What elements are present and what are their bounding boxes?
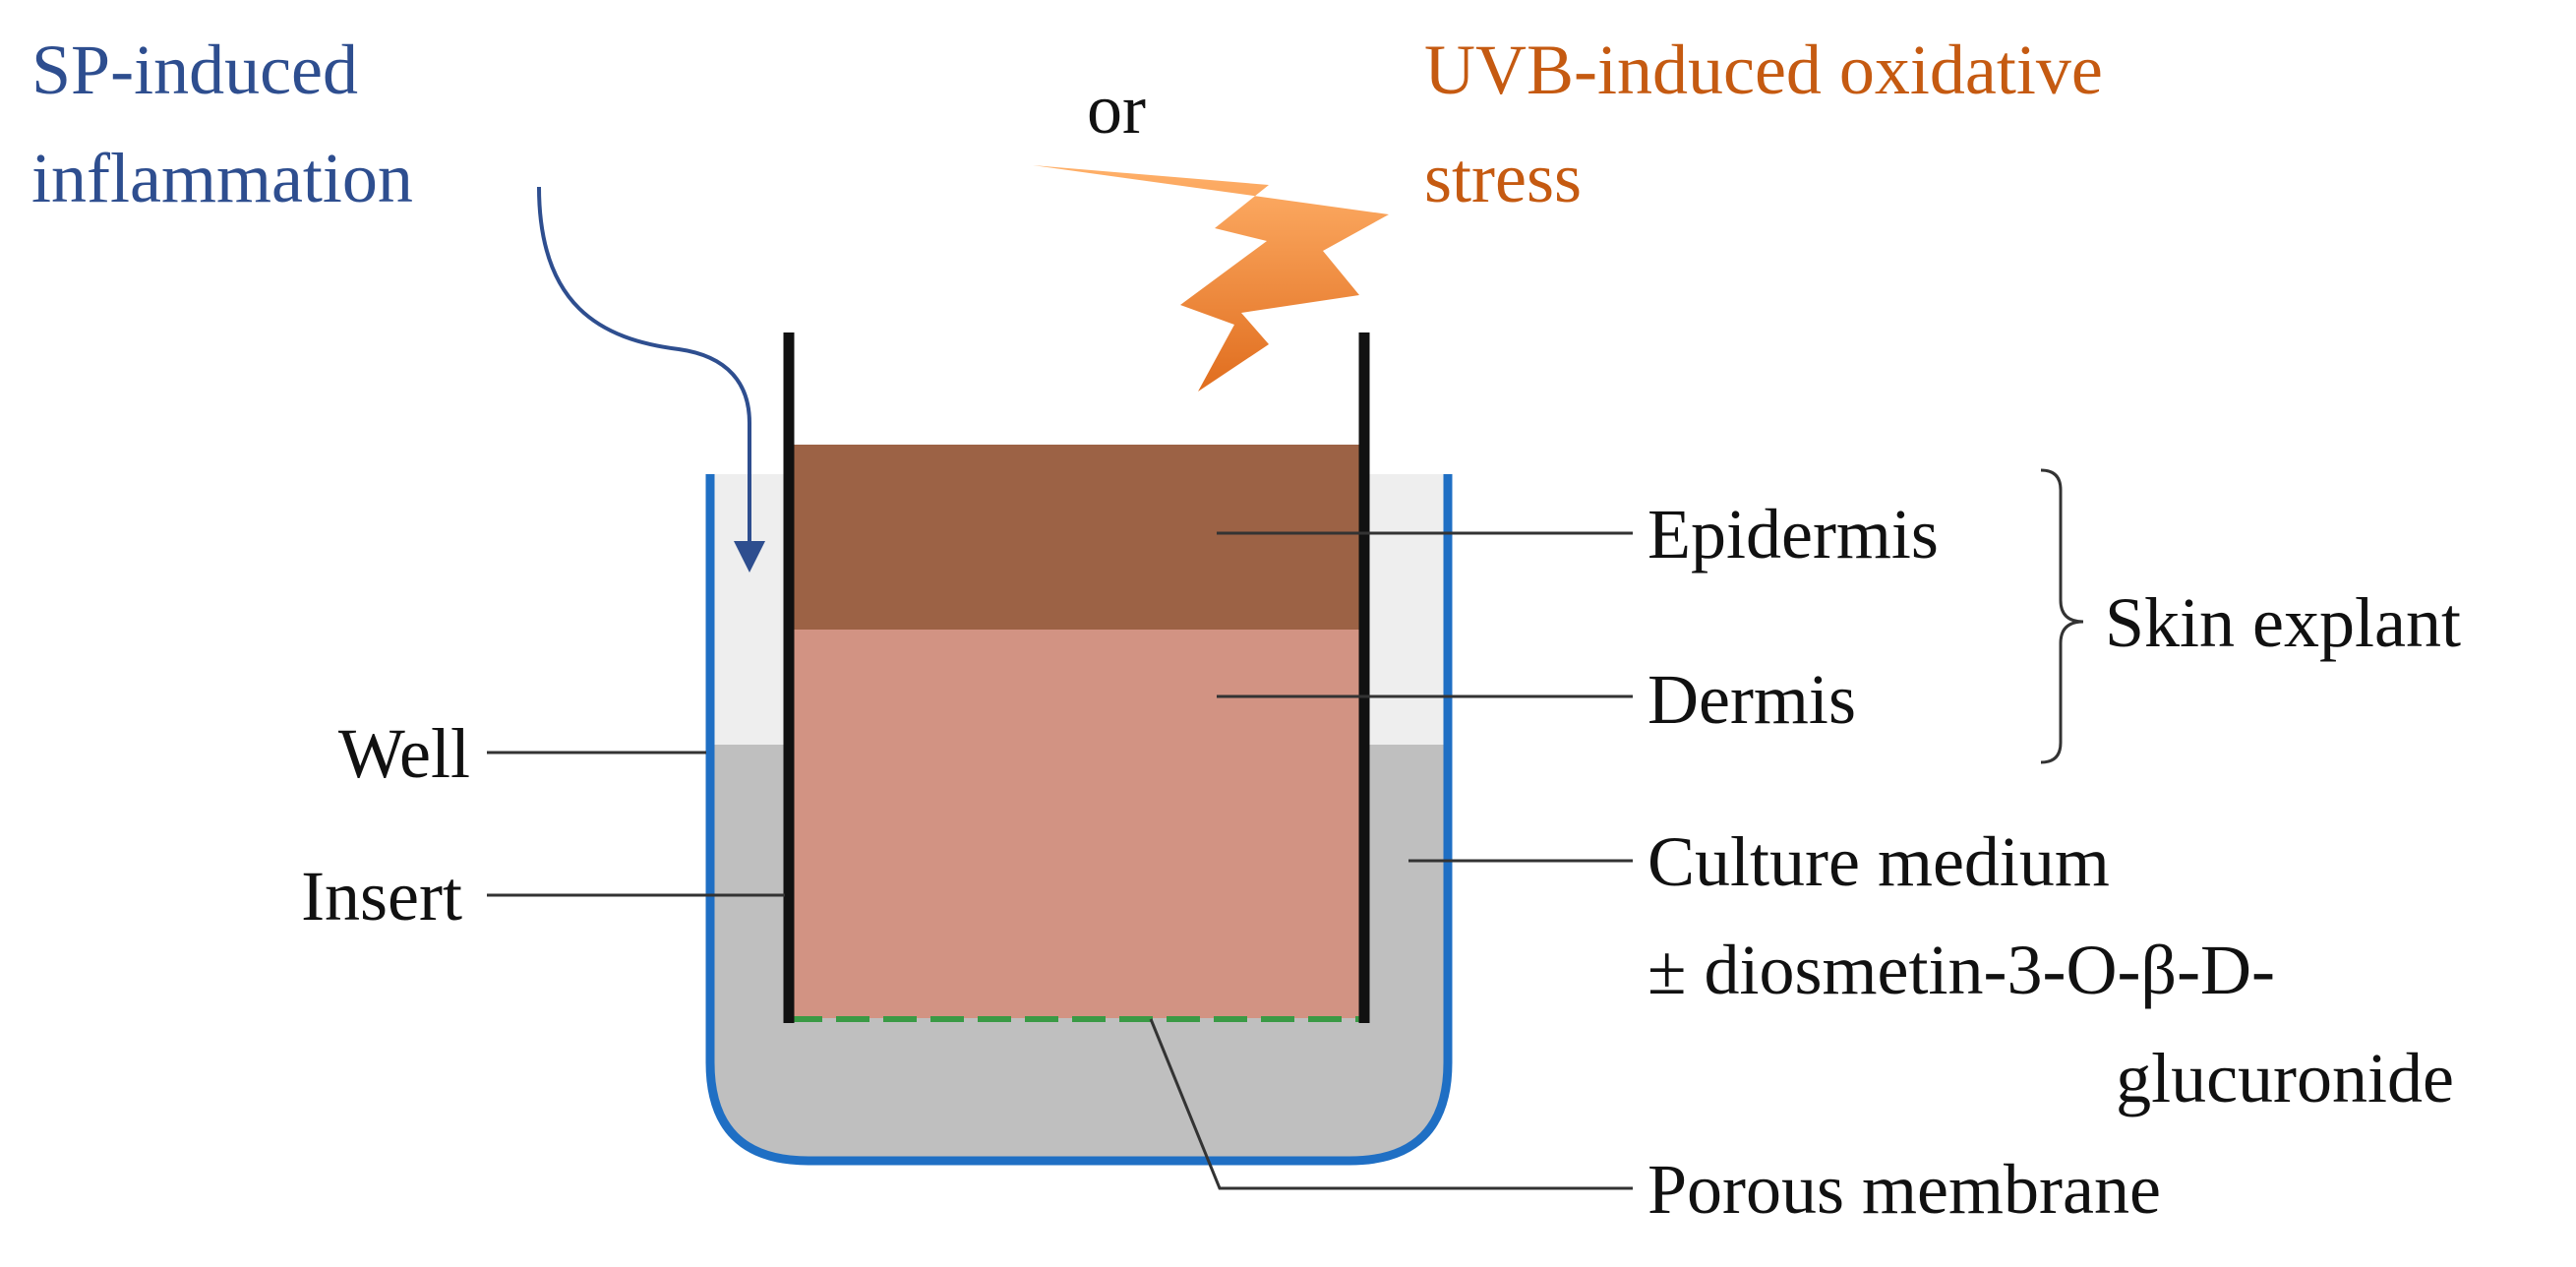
insert-label: Insert	[301, 857, 462, 935]
uvb-label-line2: stress	[1424, 139, 1582, 217]
culture-medium-label-line3: glucuronide	[2116, 1039, 2454, 1117]
skin-explant-brace	[2040, 468, 2084, 764]
culture-medium-label-line1: Culture medium	[1647, 822, 2110, 901]
sp-label-line1: SP-induced	[31, 30, 358, 109]
well-label: Well	[338, 714, 470, 793]
sp-label-line2: inflammation	[31, 139, 413, 217]
uvb-label-line1: UVB-induced oxidative	[1424, 30, 2103, 109]
lightning-bolt-icon	[1033, 165, 1389, 392]
dermis-label: Dermis	[1647, 660, 1856, 739]
porous-membrane-label: Porous membrane	[1647, 1150, 2161, 1229]
dermis-layer	[789, 630, 1364, 1018]
skin-explant-label: Skin explant	[2105, 583, 2461, 662]
epidermis-label: Epidermis	[1647, 495, 1939, 573]
leader-porous-membrane	[1149, 1018, 1633, 1190]
or-label: or	[1087, 70, 1146, 149]
sp-arrow	[537, 186, 765, 573]
culture-medium-label-line2: ± diosmetin-3-O-β-D-	[1647, 931, 2275, 1009]
epidermis-layer	[789, 445, 1364, 630]
well-outline	[705, 474, 1453, 1166]
